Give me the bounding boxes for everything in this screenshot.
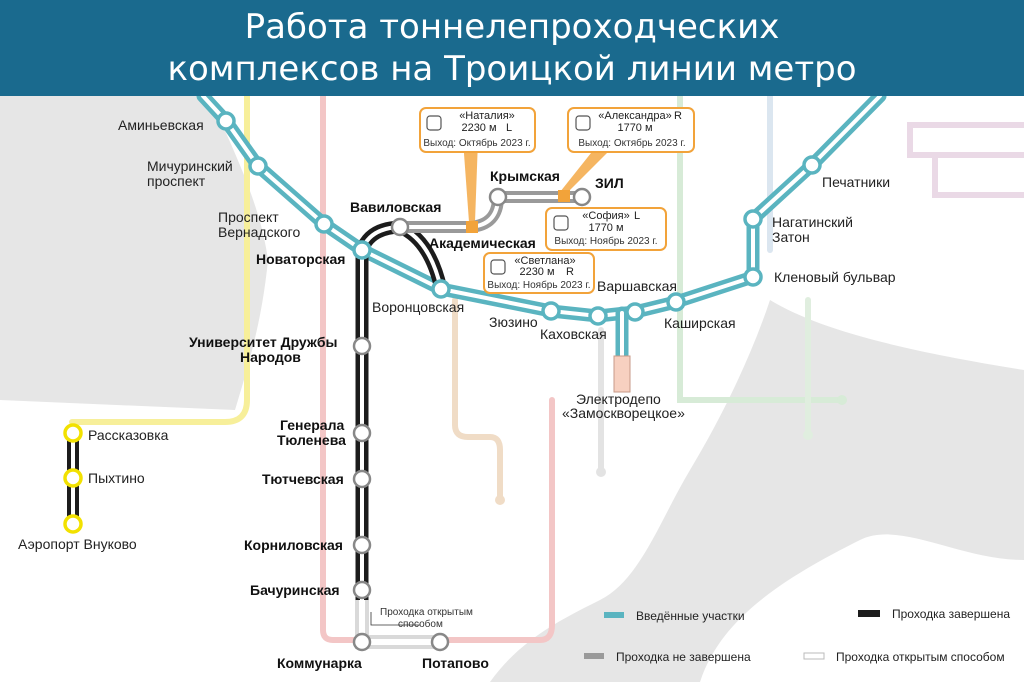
title-bar: Работа тоннелепроходческих комплексов на…	[0, 0, 1024, 96]
svg-text:R: R	[674, 110, 682, 122]
svg-text:«София»: «София»	[582, 210, 629, 222]
station-michurinsky-2: проспект	[147, 173, 206, 189]
depot-label-1: Электродепо	[576, 391, 661, 407]
tbm-pointer-alexandra	[560, 148, 612, 192]
svg-text:2230 м: 2230 м	[461, 122, 496, 134]
tbm-callout-natalia: «Наталия» 2230 м L Выход: Октябрь 2023 г…	[419, 107, 536, 153]
depot-label-2: «Замоскворецкое»	[562, 405, 685, 421]
station-vernadskogo-2: Вернадского	[218, 224, 300, 240]
svg-text:Выход: Октябрь 2023 г.: Выход: Октябрь 2023 г.	[423, 137, 530, 149]
svg-text:Выход: Октябрь 2023 г.: Выход: Октябрь 2023 г.	[578, 137, 685, 149]
tbm-callout-svetlana: «Светлана» 2230 м R Выход: Ноябрь 2023 г…	[483, 252, 595, 294]
legend-swatch-built	[604, 612, 624, 618]
svg-text:L: L	[506, 122, 512, 134]
tbm-marker-natalia	[466, 221, 478, 233]
station-kommunarka: Коммунарка	[277, 655, 362, 671]
station-nagatinsky-2: Затон	[772, 229, 810, 245]
station-markers-yellow	[63, 423, 83, 534]
station-kashirskaya: Каширская	[664, 315, 736, 331]
station-potapovo: Потапово	[422, 655, 489, 671]
station-universitet-1: Университет Дружбы	[189, 334, 337, 350]
station-aminevskaya: Аминьевская	[118, 117, 204, 133]
station-kakhovskaya: Каховская	[540, 326, 607, 342]
station-pechatniki: Печатники	[822, 174, 890, 190]
station-vorontsovskaya: Воронцовская	[372, 299, 464, 315]
tbm-callout-sofia: «София» L 1770 м Выход: Ноябрь 2023 г.	[545, 207, 667, 251]
bg-line-end	[803, 430, 813, 440]
svg-text:«Светлана»: «Светлана»	[514, 255, 575, 267]
station-markers-drilled	[352, 187, 592, 652]
station-michurinsky-1: Мичуринский	[147, 158, 233, 174]
title-line-2: комплексов на Троицкой линии метро	[167, 49, 857, 89]
station-klenovy: Кленовый бульвар	[774, 269, 896, 285]
background-area-left	[0, 96, 268, 410]
background-area-right	[490, 300, 1024, 682]
legend-built: Введённые участки	[636, 609, 745, 623]
bg-line-end	[495, 495, 505, 505]
legend-not-finished: Проходка не завершена	[616, 650, 751, 664]
svg-text:2230 м: 2230 м	[519, 266, 554, 278]
svg-text:«Александра»: «Александра»	[598, 110, 671, 122]
background-lines	[69, 93, 1024, 643]
station-bachurinskaya: Бачуринская	[250, 582, 340, 598]
svg-text:1770 м: 1770 м	[588, 222, 623, 234]
station-nagatinsky-1: Нагатинский	[772, 214, 853, 230]
svg-text:R: R	[566, 266, 574, 278]
svg-text:«Наталия»: «Наталия»	[459, 110, 515, 122]
bg-line-end	[596, 467, 606, 477]
station-pykhtino: Пыхтино	[88, 470, 145, 486]
station-novatorskaya: Новаторская	[256, 251, 345, 267]
depot-building	[613, 355, 631, 393]
station-tyutchevskaya: Тютчевская	[262, 471, 344, 487]
station-vavilovskaya: Вавиловская	[350, 199, 441, 215]
station-zil: ЗИЛ	[595, 175, 624, 191]
station-vernadskogo-1: Проспект	[218, 209, 279, 225]
station-rasskazovka: Рассказовка	[88, 427, 169, 443]
svg-text:Выход: Ноябрь 2023 г.: Выход: Ноябрь 2023 г.	[554, 235, 657, 247]
svg-text:L: L	[634, 210, 640, 222]
station-varshavskaya: Варшавская	[597, 278, 677, 294]
legend: Введённые участки Проходка завершена Про…	[584, 607, 1010, 664]
legend-swatch-drilled	[858, 610, 880, 617]
station-akademicheskaya: Академическая	[429, 235, 536, 251]
station-universitet-2: Народов	[240, 349, 301, 365]
station-generala-2: Тюленева	[277, 432, 346, 448]
open-cut-note-1: Проходка открытым	[380, 607, 473, 618]
station-krymskaya: Крымская	[490, 168, 560, 184]
open-cut-note-2: способом	[398, 618, 443, 630]
legend-swatch-open-cut	[803, 652, 825, 660]
legend-drilled: Проходка завершена	[892, 607, 1010, 621]
station-zyuzino: Зюзино	[489, 314, 538, 330]
bg-line-end	[837, 395, 847, 405]
station-kornilovskaya: Корниловская	[244, 537, 343, 553]
tbm-marker-alexandra	[558, 190, 570, 202]
title-line-1: Работа тоннелепроходческих	[244, 7, 780, 47]
legend-swatch-not-finished	[584, 653, 604, 659]
station-markers	[216, 111, 822, 326]
station-vnukovo: Аэропорт Внуково	[18, 536, 137, 552]
legend-open-cut: Проходка открытым способом	[836, 650, 1005, 664]
tbm-callout-alexandra: «Александра» 1770 м R Выход: Октябрь 202…	[567, 107, 695, 153]
tbm-pointer-natalia	[463, 140, 478, 222]
station-generala-1: Генерала	[280, 417, 344, 433]
svg-text:Выход: Ноябрь 2023 г.: Выход: Ноябрь 2023 г.	[487, 279, 590, 291]
svg-text:1770 м: 1770 м	[617, 122, 652, 134]
